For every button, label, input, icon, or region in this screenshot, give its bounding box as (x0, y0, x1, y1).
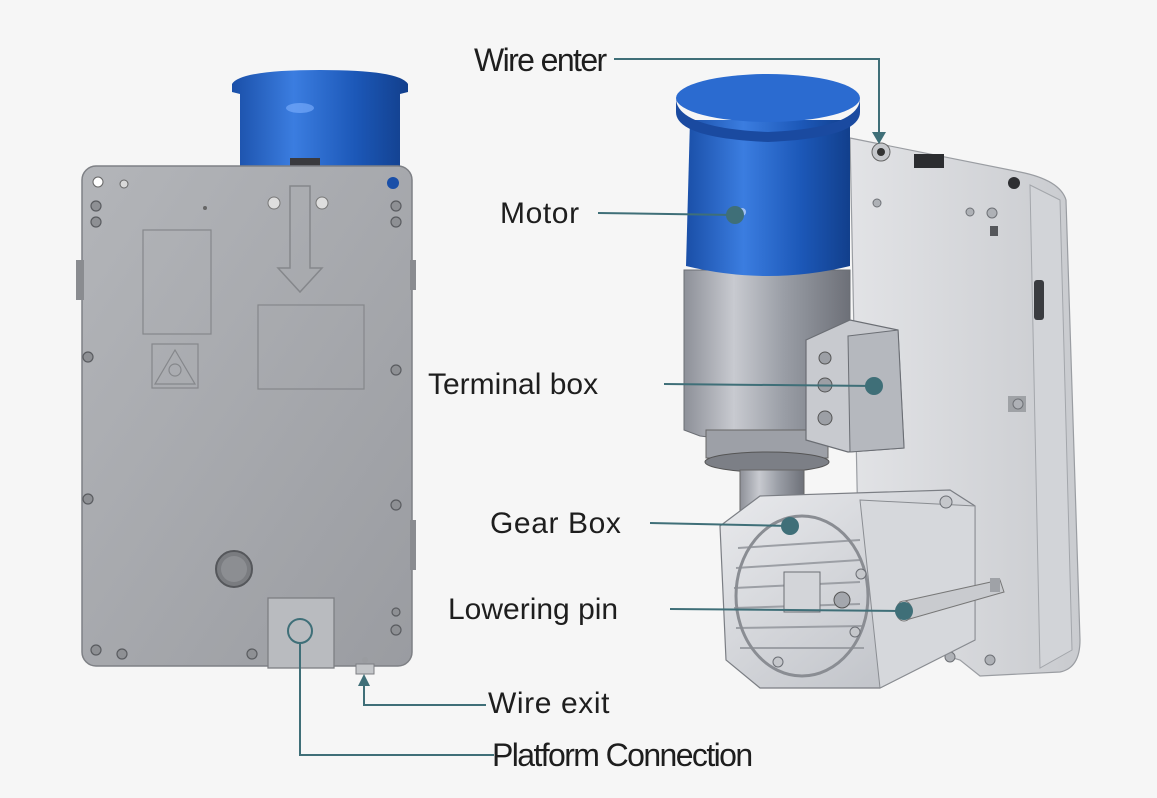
leader-dots (726, 206, 913, 620)
motor-leader (597, 212, 736, 216)
label-motor: Motor (500, 197, 580, 230)
side-view-unit (676, 74, 1081, 689)
wire-enter-leader (614, 58, 880, 134)
label-lowering-pin: Lowering pin (448, 593, 619, 626)
direction-arrow (276, 185, 324, 294)
label-wire-enter: Wire enter (474, 42, 607, 78)
back-view-unit (76, 70, 416, 675)
gear-box-leader (649, 522, 791, 527)
platform-connection-marker (287, 618, 313, 644)
lowering-pin-leader (669, 608, 901, 612)
label-platform-connection: Platform Connection (492, 737, 753, 773)
platform-connection-leader (299, 644, 494, 756)
label-wire-exit: Wire exit (488, 687, 611, 720)
leader-arrowheads (358, 132, 886, 686)
wire-exit-leader (363, 684, 486, 706)
label-terminal-box: Terminal box (428, 368, 599, 401)
motor-cap-back (232, 70, 408, 170)
motor-cap (686, 120, 850, 276)
leader-lines (299, 58, 901, 756)
label-gear-box: Gear Box (490, 507, 622, 540)
terminal-box-leader (663, 383, 875, 387)
mounting-plate (81, 165, 413, 667)
